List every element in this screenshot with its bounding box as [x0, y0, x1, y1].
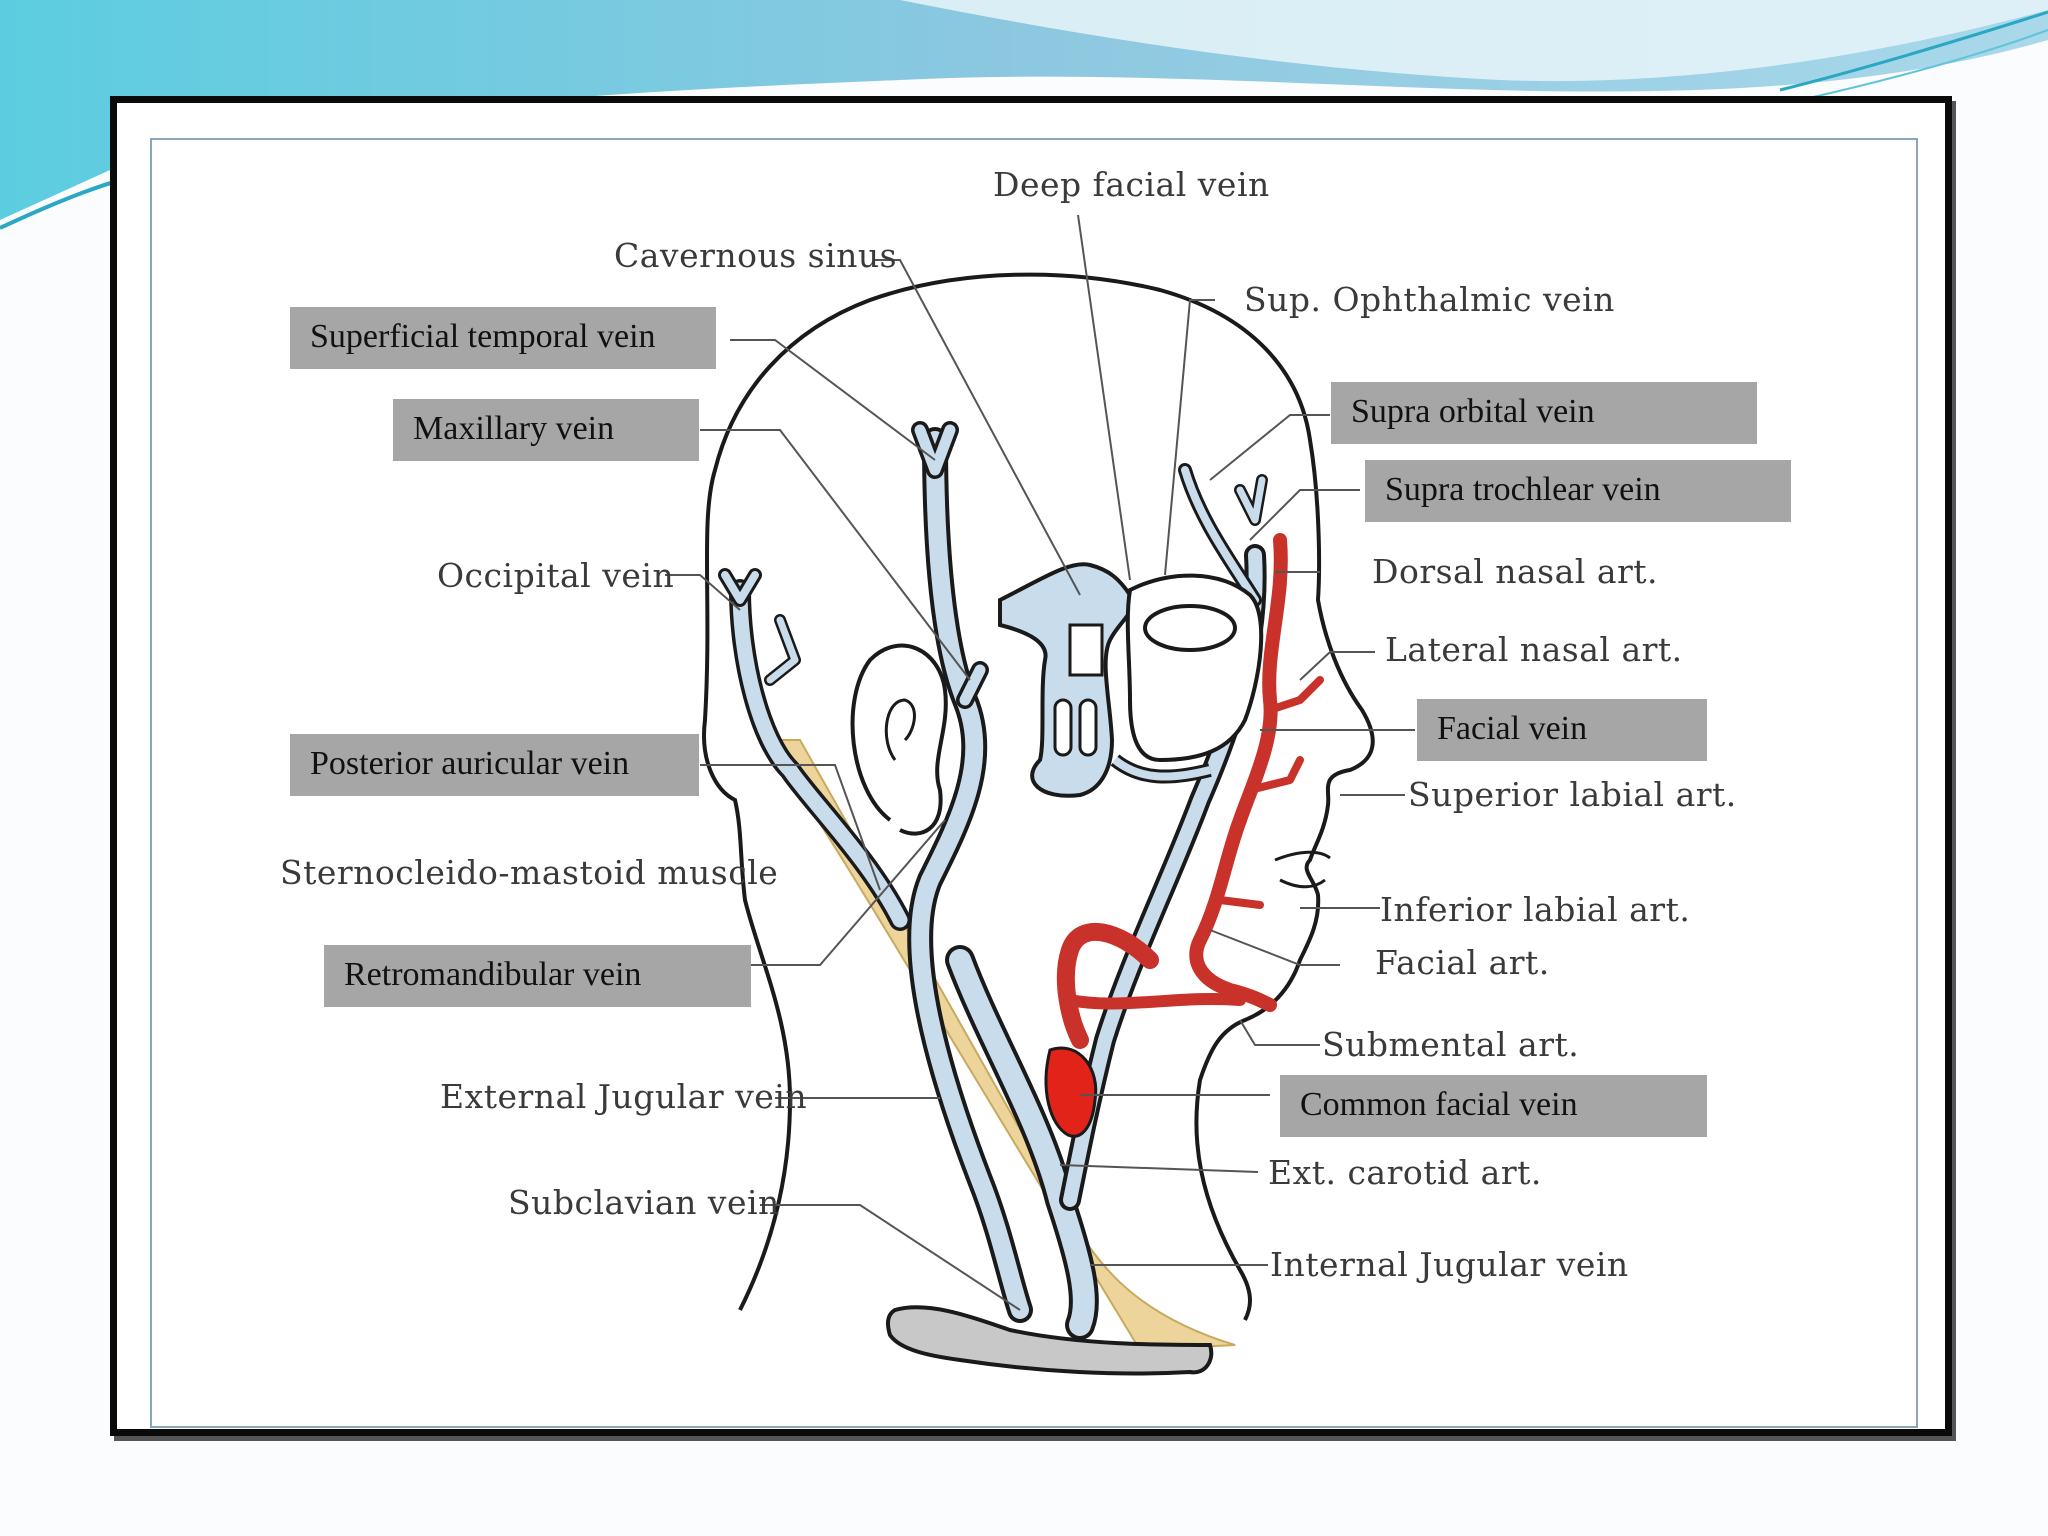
box-retromandibular-vein: Retromandibular vein: [324, 945, 751, 1007]
lips: [1274, 850, 1331, 889]
head-outline: [702, 272, 1375, 1321]
orbit-shape: [1125, 573, 1264, 763]
label-sternocleido-mastoid-muscle: Sternocleido-mastoid muscle: [280, 853, 779, 892]
teal-accent-line-right: [1779, 10, 2048, 92]
label-inferior-labial-art: Inferior labial art.: [1380, 890, 1691, 929]
cavernous-sinus-shape: [998, 562, 1135, 798]
carotid-bulb-shape: [1044, 1046, 1098, 1138]
ear-inner: [884, 698, 916, 761]
ear-outline: [850, 643, 948, 836]
label-occipital-vein: Occipital vein: [437, 556, 675, 595]
label-submental-art: Submental art.: [1322, 1025, 1580, 1064]
figure-inner-border: [150, 138, 1918, 1428]
box-common-facial-vein: Common facial vein: [1280, 1075, 1707, 1137]
label-subclavian-vein: Subclavian vein: [508, 1183, 780, 1222]
label-lateral-nasal-art: Lateral nasal art.: [1385, 630, 1683, 669]
label-superior-labial-art: Superior labial art.: [1408, 775, 1737, 814]
label-dorsal-nasal-art: Dorsal nasal art.: [1372, 552, 1659, 591]
label-sup-ophthalmic-vein: Sup. Ophthalmic vein: [1244, 280, 1615, 319]
facial-artery-shape: [1189, 533, 1288, 1012]
clavicle-shape: [885, 1305, 1214, 1376]
box-supra-orbital-vein: Supra orbital vein: [1331, 382, 1757, 444]
label-cavernous-sinus: Cavernous sinus: [614, 236, 898, 275]
box-facial-vein: Facial vein: [1417, 699, 1707, 761]
white-wave-highlight: [900, 0, 2048, 82]
label-external-jugular-vein: External Jugular vein: [440, 1077, 808, 1116]
label-deep-facial-vein: Deep facial vein: [993, 165, 1270, 204]
box-maxillary-vein: Maxillary vein: [393, 399, 699, 461]
eye-shape: [1143, 604, 1237, 652]
label-ext-carotid-art: Ext. carotid art.: [1268, 1153, 1542, 1192]
box-supra-trochlear-vein: Supra trochlear vein: [1365, 460, 1791, 522]
box-posterior-auricular-vein: Posterior auricular vein: [290, 734, 699, 796]
label-internal-jugular-vein: Internal Jugular vein: [1270, 1245, 1629, 1284]
box-superficial-temporal-vein: Superficial temporal vein: [290, 307, 716, 369]
label-facial-art: Facial art.: [1375, 943, 1550, 982]
